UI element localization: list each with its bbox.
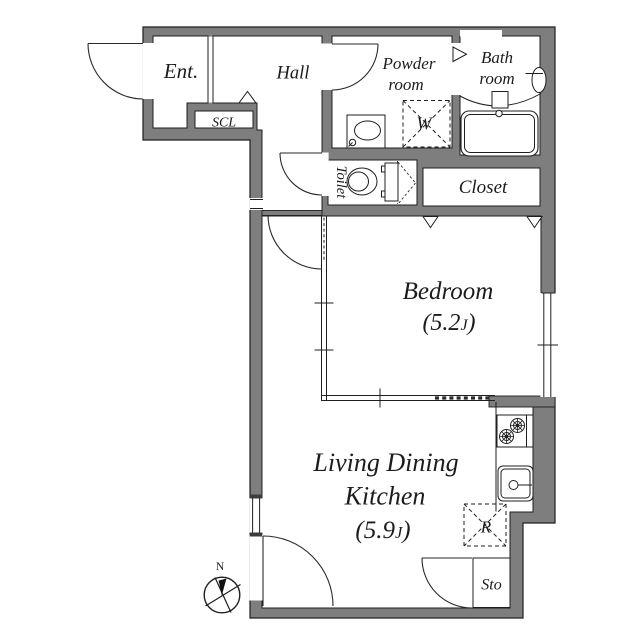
hall-room <box>212 35 323 212</box>
ldk-window-cap-top <box>249 494 263 499</box>
bath-door-opening <box>451 43 461 95</box>
bath-door-triangle <box>452 46 468 63</box>
scl-door-triangle <box>238 90 257 104</box>
bathtub-icon <box>459 67 547 157</box>
entrance-room <box>152 35 209 129</box>
storage-box <box>472 557 511 608</box>
closet-door-triangle1 <box>422 216 439 229</box>
burner-2 <box>510 418 525 433</box>
kitchen-sink-icon <box>497 465 534 502</box>
storage-door-swing <box>421 557 473 609</box>
scl-label: SCL <box>212 116 236 131</box>
ldk-label-1: Living Dining <box>312 448 458 477</box>
powder-door-swing <box>331 43 379 91</box>
ldk-size: (5.9J) <box>355 517 410 544</box>
powder-door-opening <box>321 43 333 90</box>
powder-label-2: room <box>388 75 423 94</box>
storage-label: Sto <box>481 577 501 594</box>
ldk-terrace-door-swing <box>262 535 334 607</box>
bath-top-window-gap <box>460 30 502 37</box>
powder-label-1: Powder <box>382 54 436 73</box>
toilet-door-swing <box>279 152 323 196</box>
closet-door-triangle2 <box>526 216 543 229</box>
lavatory-sink-icon <box>346 114 386 149</box>
scl-closet <box>194 110 254 129</box>
burner-1 <box>499 429 514 444</box>
bedroom-label: Bedroom <box>403 278 494 305</box>
closet-room <box>422 167 541 207</box>
stove-icon <box>496 414 534 448</box>
hall-label: Hall <box>276 64 310 84</box>
ldk-window-gap <box>249 498 263 533</box>
compass-icon <box>203 576 241 614</box>
fridge-label: R <box>480 518 492 537</box>
ldk-bedroom-area <box>261 215 542 609</box>
ldk-window-cap-bottom <box>249 532 263 537</box>
compass-needle <box>218 578 227 596</box>
ent-hall-partition-gap <box>208 36 213 103</box>
toilet-icon <box>346 162 399 202</box>
ldk-label-2: Kitchen <box>344 482 426 511</box>
ldk-door-opening <box>249 534 263 601</box>
toilet-door-opening <box>321 152 329 196</box>
closet-label: Closet <box>459 177 508 198</box>
powder-room <box>331 35 453 149</box>
washer-space-icon <box>402 100 451 148</box>
bedroom-size: (5.2J) <box>422 310 475 336</box>
ldk-entry-door-swing <box>267 214 323 270</box>
ent-label: Ent. <box>163 59 198 83</box>
north-label: N <box>216 561 225 573</box>
bath-label-2: room <box>479 69 514 88</box>
fridge-space-icon <box>463 503 507 547</box>
entrance-door-opening <box>142 43 154 99</box>
washer-label: W <box>417 114 434 134</box>
kitchen-top-wall <box>488 395 556 408</box>
corridor-wall-gap <box>249 198 263 210</box>
hall-ldk-divider <box>261 210 323 216</box>
bath-label-1: Bath <box>481 48 513 67</box>
toilet-label: Toilet <box>333 166 349 199</box>
entrance-door-swing <box>87 42 144 100</box>
